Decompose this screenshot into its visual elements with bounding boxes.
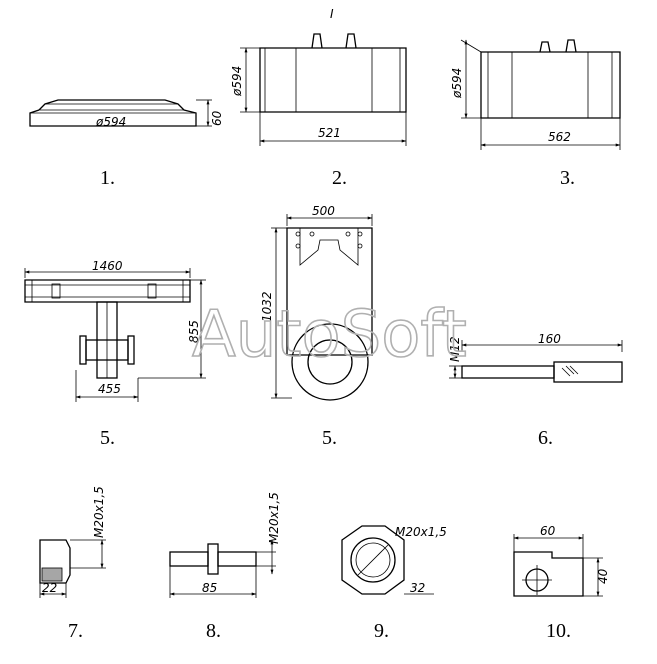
figure-7-caption: 7. [68,620,83,642]
figure-2-length-label: 521 [318,126,341,140]
figure-6-caption: 6. [538,427,553,449]
figure-9-width-label: 32 [410,581,425,595]
figure-5-height-label: 855 [187,320,201,343]
figure-1-caption: 1. [100,167,115,189]
figure-1: ø594 60 1. [29,99,224,189]
figure-5-beam: 1460 455 855 5. [24,259,206,449]
figure-2: I ø594 521 2. [230,7,407,189]
figure-9: M20x1,5 32 9. [341,525,447,642]
figure-5-plate-height-label: 1032 [260,291,274,322]
figure-1-height-label: 60 [210,110,224,126]
figure-2-diameter-label: ø594 [230,66,244,97]
figure-5-plate-width-label: 500 [312,204,335,218]
figure-5-base-label: 455 [98,382,121,396]
figure-9-thread-label: M20x1,5 [395,525,447,539]
figure-7: M20x1,5 22 7. [39,486,106,642]
figure-3: ø594 562 3. [450,39,621,189]
figure-5-right-caption: 5. [322,427,337,449]
figure-7-thread-label: M20x1,5 [92,486,106,538]
figure-10-caption: 10. [546,620,571,642]
figure-3-length-label: 562 [548,130,571,144]
figure-3-caption: 3. [560,167,575,189]
figure-6-length-label: 160 [538,332,561,346]
figure-8-thread-label: M20x1,5 [267,492,281,544]
figure-6-thread-label: M12 [448,336,462,362]
figure-3-diameter-label: ø594 [450,68,464,99]
figure-8: M20x1,5 85 8. [169,492,281,642]
section-marker-label: I [330,7,334,21]
figure-8-length-label: 85 [202,581,217,595]
figure-5-width-label: 1460 [92,259,123,273]
figure-6: 160 M12 6. [448,332,623,449]
figure-5-plate: 500 1032 5. [260,204,373,449]
figure-1-diameter-label: ø594 [95,115,126,129]
figure-8-caption: 8. [206,620,221,642]
figure-5-left-caption: 5. [100,427,115,449]
figure-9-caption: 9. [374,620,389,642]
figure-10-width-label: 60 [540,524,556,538]
figure-10: 60 40 10. [513,524,610,642]
figure-7-width-label: 22 [42,581,57,595]
figure-10-height-label: 40 [596,568,610,584]
figure-2-caption: 2. [332,167,347,189]
watermark-logo: AutoSoft [192,298,467,372]
